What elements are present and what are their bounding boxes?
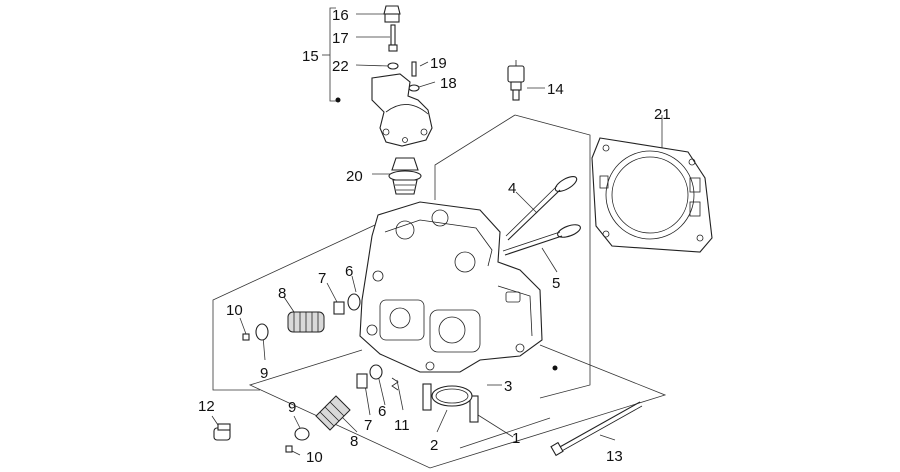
spring-cap-9b bbox=[294, 427, 310, 441]
callout-6a: 6 bbox=[345, 263, 353, 280]
callout-14: 14 bbox=[547, 81, 564, 98]
o-ring-3 bbox=[431, 385, 473, 407]
collet-10b bbox=[285, 445, 293, 453]
thermostat-assembly bbox=[335, 5, 433, 195]
callout-7a: 7 bbox=[318, 270, 326, 287]
collet-10 bbox=[242, 333, 250, 341]
group-bracket-15 bbox=[329, 7, 336, 102]
callout-11: 11 bbox=[394, 417, 410, 434]
washer-18 bbox=[408, 84, 420, 92]
stud-bolt-13 bbox=[550, 401, 643, 457]
valves bbox=[502, 176, 581, 256]
callout-8a: 8 bbox=[278, 285, 286, 302]
callout-7b: 7 bbox=[364, 417, 372, 434]
washer-6b bbox=[369, 364, 383, 380]
valve-spring-set-lower bbox=[285, 364, 399, 453]
spring-11 bbox=[391, 377, 399, 391]
head-gasket-21 bbox=[591, 137, 713, 253]
plug-12 bbox=[213, 423, 231, 441]
callout-9a: 9 bbox=[260, 365, 268, 382]
dot-marker-2 bbox=[552, 365, 558, 371]
callout-9b: 9 bbox=[288, 399, 296, 416]
valve-spring-set-upper bbox=[242, 293, 361, 341]
thermostat-housing bbox=[371, 73, 433, 147]
screw-19 bbox=[411, 61, 417, 77]
callout-20: 20 bbox=[346, 168, 363, 185]
leader-lines bbox=[211, 7, 667, 469]
dowels-and-ring bbox=[422, 383, 479, 423]
seal-7b bbox=[356, 373, 368, 389]
callout-8b: 8 bbox=[350, 433, 358, 450]
callout-15: 15 bbox=[302, 48, 319, 65]
dowel-2a bbox=[422, 383, 432, 411]
callout-6b: 6 bbox=[378, 403, 386, 420]
callout-12: 12 bbox=[198, 398, 215, 415]
cap-16 bbox=[383, 5, 401, 15]
callout-18: 18 bbox=[440, 75, 457, 92]
temperature-sensor-14 bbox=[507, 60, 525, 101]
spring-8 bbox=[287, 311, 325, 333]
washer-22 bbox=[387, 62, 399, 70]
cylinder-head-1 bbox=[359, 201, 558, 373]
sender-17 bbox=[390, 24, 396, 46]
callout-1: 1 bbox=[512, 430, 520, 447]
callout-4: 4 bbox=[508, 180, 516, 197]
callout-3: 3 bbox=[504, 378, 512, 395]
valve-4 bbox=[554, 176, 578, 192]
thermostat-20 bbox=[391, 157, 419, 171]
callout-16: 16 bbox=[332, 7, 349, 24]
valve-5 bbox=[557, 224, 581, 238]
callout-2: 2 bbox=[430, 437, 438, 454]
callout-10b: 10 bbox=[306, 449, 323, 466]
callout-labels: 16 17 15 22 19 18 14 21 20 4 5 7 6 8 10 … bbox=[198, 7, 671, 466]
callout-10a: 10 bbox=[226, 302, 243, 319]
spring-cap-9 bbox=[255, 323, 269, 341]
callout-5: 5 bbox=[552, 275, 560, 292]
dowel-2b bbox=[469, 395, 479, 423]
callout-21: 21 bbox=[654, 106, 671, 123]
callout-19: 19 bbox=[430, 55, 447, 72]
callout-17: 17 bbox=[332, 30, 349, 47]
washer-6 bbox=[347, 293, 361, 311]
callout-22: 22 bbox=[332, 58, 349, 75]
seal-7 bbox=[333, 301, 345, 315]
spring-8b bbox=[315, 395, 351, 431]
dot-marker bbox=[335, 97, 341, 103]
callout-13: 13 bbox=[606, 448, 623, 465]
